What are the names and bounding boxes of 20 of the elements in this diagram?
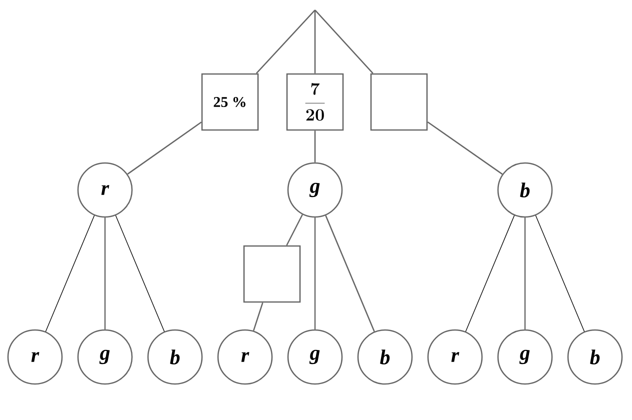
- probability-box: $\frac{7}{20}$: [286, 73, 344, 131]
- tree-branch: [314, 10, 374, 74]
- tree-branch: [314, 130, 316, 162]
- tree-branch: [535, 215, 585, 332]
- tree-branch: [115, 215, 165, 332]
- tree-branch: [325, 215, 375, 332]
- tree-branch: [252, 302, 264, 331]
- tree-branch: [524, 217, 526, 330]
- empty-box: [370, 73, 428, 131]
- tree-branch: [127, 122, 202, 175]
- tree-branch: [465, 215, 515, 332]
- probability-box: 25 %: [201, 73, 259, 131]
- empty-box: [243, 245, 301, 303]
- tree-branch: [314, 217, 316, 330]
- tree-branch: [256, 10, 316, 74]
- tree-branch: [314, 10, 316, 74]
- tree-branch: [286, 214, 303, 246]
- tree-branch: [104, 217, 106, 330]
- tree-branch: [427, 121, 503, 175]
- tree-branch: [45, 215, 95, 332]
